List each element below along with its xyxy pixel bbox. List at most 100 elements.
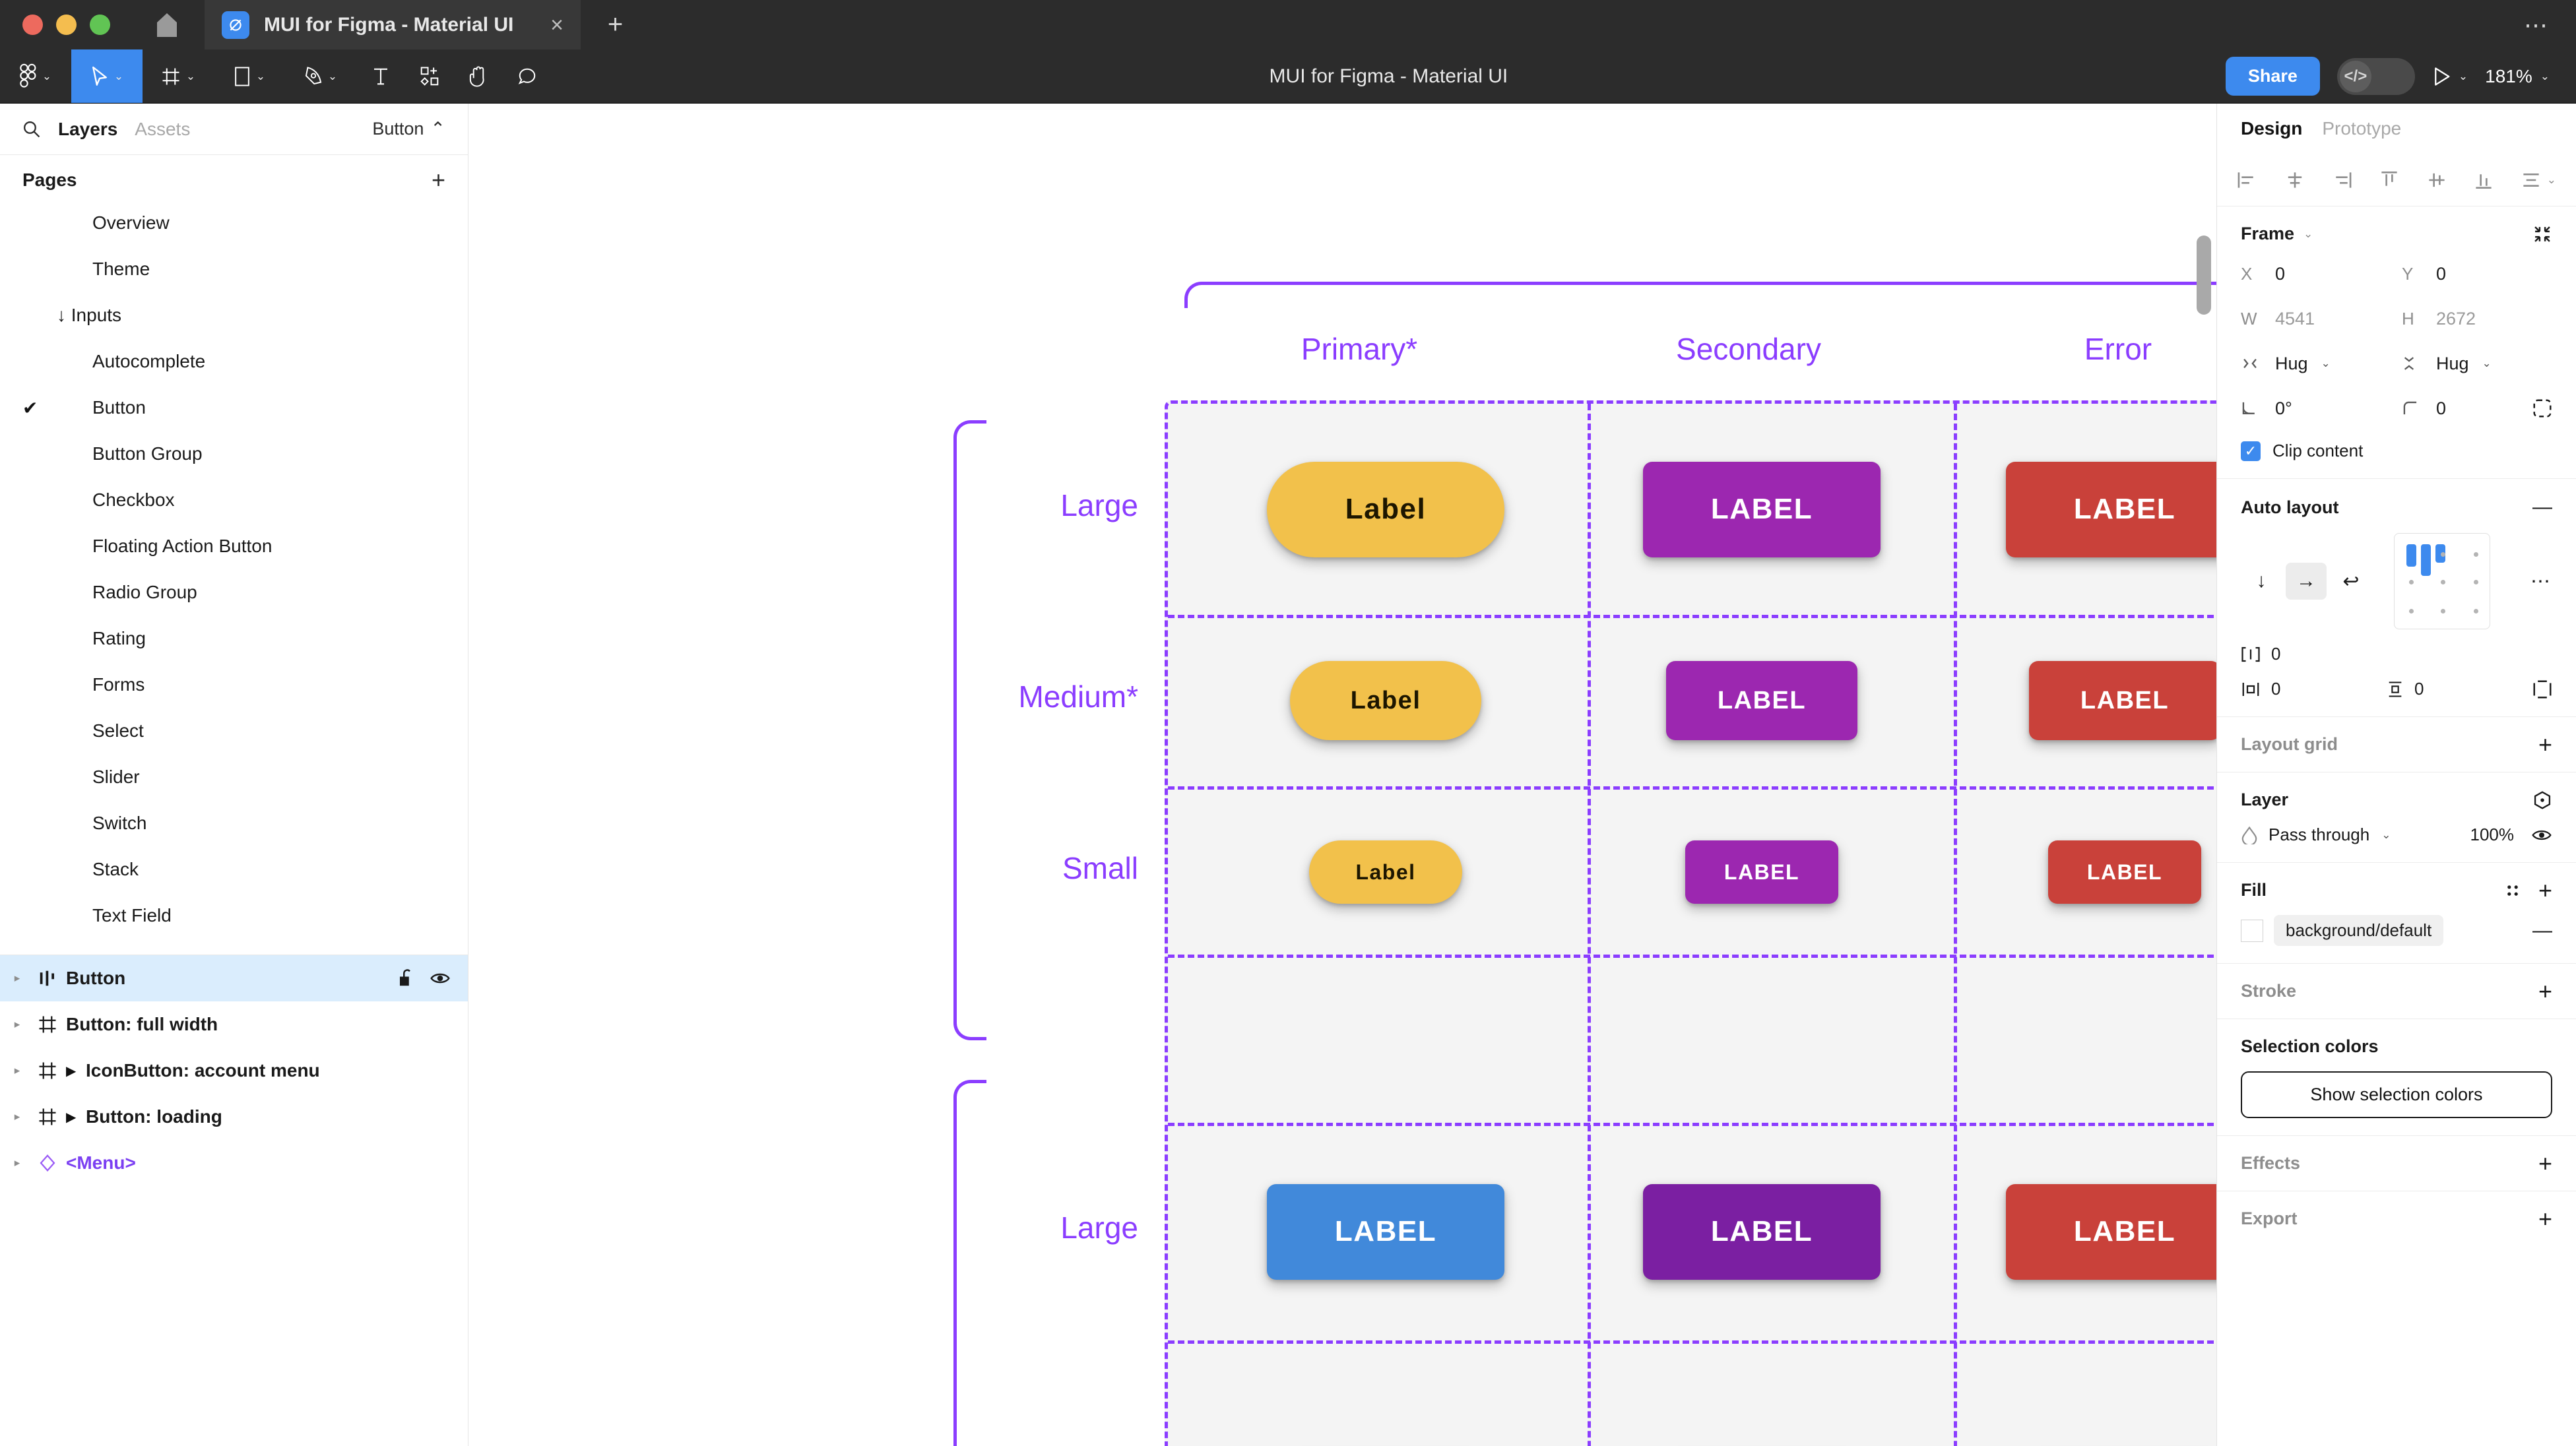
align-right-icon[interactable] [2331,170,2352,191]
button-primary-large-s1[interactable]: Label [1267,461,1504,557]
layer-row[interactable]: ▸▶Button: loading [0,1094,468,1140]
chevron-down-icon[interactable]: ⌄ [2303,227,2313,240]
page-item-overview[interactable]: Overview [0,200,468,246]
new-tab-button[interactable]: + [607,10,624,39]
text-tool-button[interactable] [356,49,405,103]
fill-color-swatch[interactable] [2241,919,2263,942]
layer-expand-triangle-icon[interactable]: ▶ [66,1110,77,1125]
button-secondary-large-s2[interactable]: LABEL [1643,1183,1881,1280]
expand-layer-caret-icon[interactable]: ▸ [14,1110,20,1123]
visibility-eye-icon[interactable] [430,970,451,987]
align-horizontal-center-icon[interactable] [2284,170,2305,191]
pen-tool-button[interactable]: ⌄ [285,49,356,103]
clip-content-row[interactable]: ✓ Clip content [2241,441,2552,461]
alignment-pad[interactable] [2394,533,2490,629]
button-error-small-s1[interactable]: LABEL [2048,840,2201,904]
dev-mode-toggle[interactable]: </> [2336,57,2415,95]
add-fill-button[interactable]: + [2538,876,2552,904]
direction-horizontal-button[interactable]: → [2286,563,2327,600]
frame-resize-width-field[interactable]: Hug ⌄ [2241,348,2391,379]
figma-menu-button[interactable]: ⌄ [0,49,71,103]
layer-row[interactable]: ▸Button: full width [0,1001,468,1048]
close-tab-button[interactable]: × [550,12,564,38]
page-item-select[interactable]: Select [0,708,468,754]
add-effect-button[interactable]: + [2538,1149,2552,1177]
button-error-large-s2[interactable]: LABEL [2006,1183,2216,1280]
layer-settings-icon[interactable] [2532,790,2552,810]
minimize-window-button[interactable] [56,15,77,35]
auto-layout-gap-field[interactable]: 0 [2241,644,2397,664]
clip-content-checkbox[interactable]: ✓ [2241,441,2261,461]
page-item-autocomplete[interactable]: Autocomplete [0,338,468,385]
page-item-stack[interactable]: Stack [0,846,468,893]
frame-resize-height-field[interactable]: Hug ⌄ [2402,348,2552,379]
layer-expand-triangle-icon[interactable]: ▶ [66,1063,77,1079]
present-button[interactable]: ⌄ [2432,67,2468,86]
hand-tool-button[interactable] [454,49,503,103]
individual-padding-button[interactable] [2532,679,2552,699]
file-tab[interactable]: MUI for Figma - Material UI × [205,0,581,49]
frame-tool-button[interactable]: ⌄ [143,49,214,103]
design-canvas[interactable]: Contained Primary*SecondaryErrorWarning … [468,104,2216,1446]
tab-prototype[interactable]: Prototype [2322,118,2402,139]
expand-layer-caret-icon[interactable]: ▸ [14,1156,20,1169]
distribute-menu[interactable]: ⌄ [2521,170,2556,191]
button-primary-medium-s1[interactable]: Label [1290,661,1481,740]
tab-assets[interactable]: Assets [135,118,191,139]
page-item-rating[interactable]: Rating [0,615,468,662]
move-tool-button[interactable]: ⌄ [71,49,143,103]
add-page-button[interactable]: + [431,166,445,194]
page-item-forms[interactable]: Forms [0,662,468,708]
remove-auto-layout-button[interactable]: — [2532,496,2552,518]
align-left-icon[interactable] [2237,170,2258,191]
blend-mode-value[interactable]: Pass through [2269,825,2370,844]
page-item-floating-action-button[interactable]: Floating Action Button [0,523,468,569]
comment-tool-button[interactable] [503,49,552,103]
collapse-frame-icon[interactable] [2532,224,2552,244]
expand-layer-caret-icon[interactable]: ▸ [14,1064,20,1077]
button-error-medium-s1[interactable]: LABEL [2029,661,2216,740]
page-item-slider[interactable]: Slider [0,754,468,800]
layer-row[interactable]: ▸<Menu> [0,1140,468,1186]
expand-layer-caret-icon[interactable]: ▸ [14,1018,20,1030]
button-primary-large-s2[interactable]: LABEL [1267,1183,1504,1280]
page-item-button[interactable]: ✔Button [0,385,468,431]
canvas-vertical-scrollbar[interactable] [2197,236,2211,315]
add-stroke-button[interactable]: + [2538,977,2552,1005]
show-selection-colors-button[interactable]: Show selection colors [2241,1071,2552,1118]
remove-fill-button[interactable]: — [2532,919,2552,941]
visibility-eye-icon[interactable] [2531,827,2552,844]
frame-width-field[interactable]: W 4541 [2241,303,2391,334]
frame-corner-radius-field[interactable]: 0 [2402,393,2552,424]
button-primary-small-s1[interactable]: Label [1309,840,1462,904]
add-export-button[interactable]: + [2538,1205,2552,1232]
page-selector[interactable]: Button ⌃ [372,119,445,139]
tab-design[interactable]: Design [2241,118,2303,139]
search-icon[interactable] [22,120,41,139]
maximize-window-button[interactable] [90,15,110,35]
auto-layout-more-button[interactable]: ⋯ [2530,570,2552,592]
independent-corners-button[interactable] [2532,398,2552,418]
direction-wrap-button[interactable]: ↩ [2342,570,2360,592]
align-top-icon[interactable] [2379,170,2400,191]
fill-styles-icon[interactable] [2504,882,2521,899]
page-item-inputs[interactable]: ↓ Inputs [0,292,468,338]
page-item-button-group[interactable]: Button Group [0,431,468,477]
layer-row[interactable]: ▸▶IconButton: account menu [0,1048,468,1094]
resources-tool-button[interactable] [405,49,454,103]
unlock-icon[interactable] [398,968,415,988]
zoom-control[interactable]: 181% ⌄ [2485,66,2550,87]
page-item-switch[interactable]: Switch [0,800,468,846]
auto-layout-padding-vertical-field[interactable]: 0 [2387,679,2532,699]
tab-layers[interactable]: Layers [58,118,118,139]
frame-rotation-field[interactable]: 0° [2241,393,2391,424]
close-window-button[interactable] [22,15,43,35]
shape-tool-button[interactable]: ⌄ [214,49,285,103]
layer-opacity-value[interactable]: 100% [2470,825,2515,844]
layer-row[interactable]: ▸Button [0,955,468,1001]
align-vertical-center-icon[interactable] [2426,170,2447,191]
button-error-large-s1[interactable]: LABEL [2006,461,2216,557]
page-item-text-field[interactable]: Text Field [0,893,468,939]
button-secondary-large-s1[interactable]: LABEL [1643,461,1881,557]
align-bottom-icon[interactable] [2473,170,2494,191]
